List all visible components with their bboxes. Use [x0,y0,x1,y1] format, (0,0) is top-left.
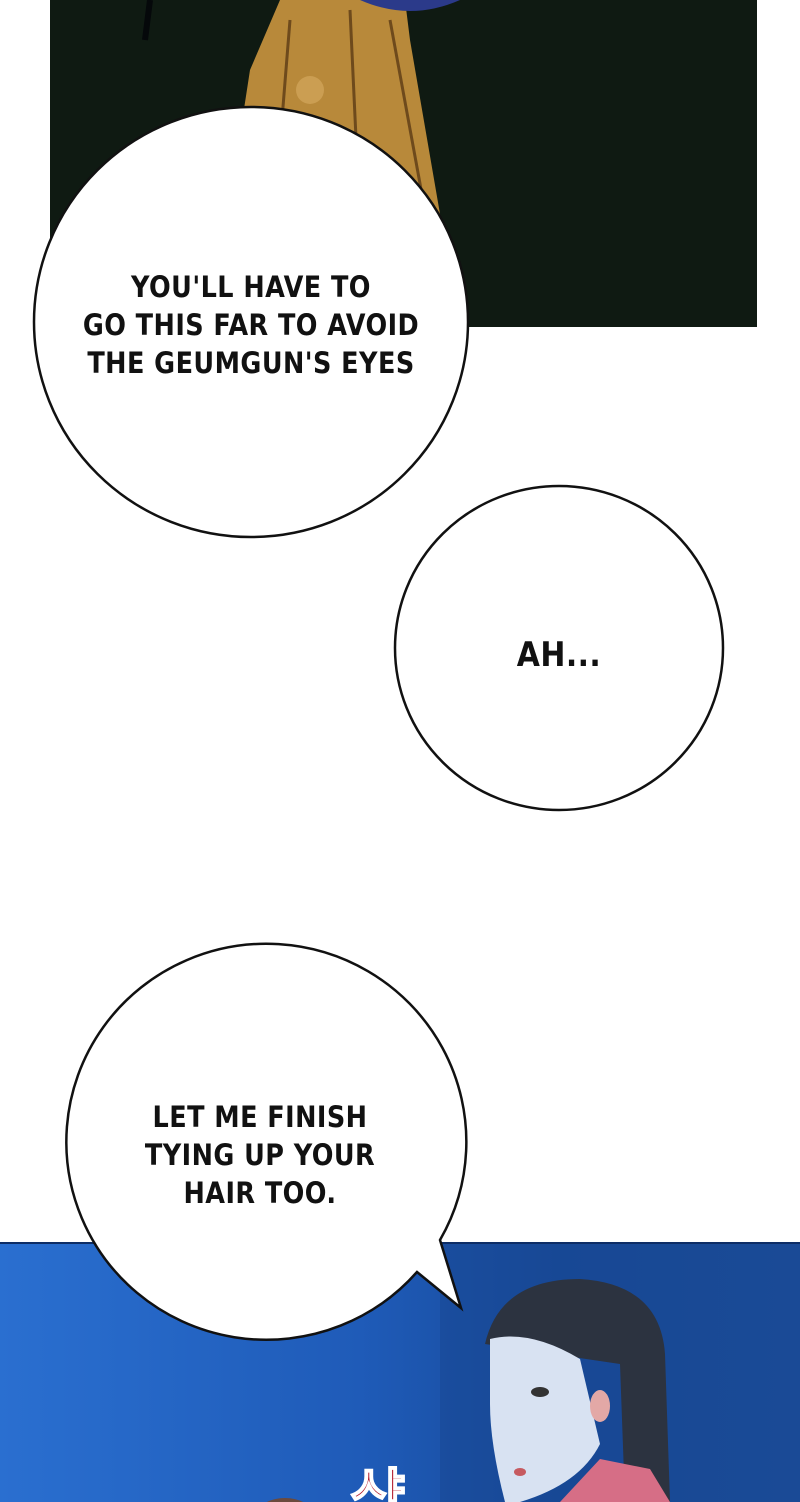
sound-effect: 샥 [350,1449,405,1502]
bubble-line: THE GEUMGUN'S EYES [75,344,427,382]
bubble-line: AH... [471,636,647,674]
bubble-2-text: AH... [471,636,647,674]
bubble-line: GO THIS FAR TO AVOID [75,306,427,344]
bubble-line: HAIR TOO. [128,1174,392,1212]
bubble-line: TYING UP YOUR [128,1136,392,1174]
bottom-panel-blue-scene: 샥 [0,1242,800,1502]
bubble-line: YOU'LL HAVE TO [75,268,427,306]
bubble-1-text: YOU'LL HAVE TO GO THIS FAR TO AVOID THE … [75,268,427,382]
bubble-line: LET ME FINISH [128,1098,392,1136]
bubble-3-text: LET ME FINISH TYING UP YOUR HAIR TOO. [128,1098,392,1212]
